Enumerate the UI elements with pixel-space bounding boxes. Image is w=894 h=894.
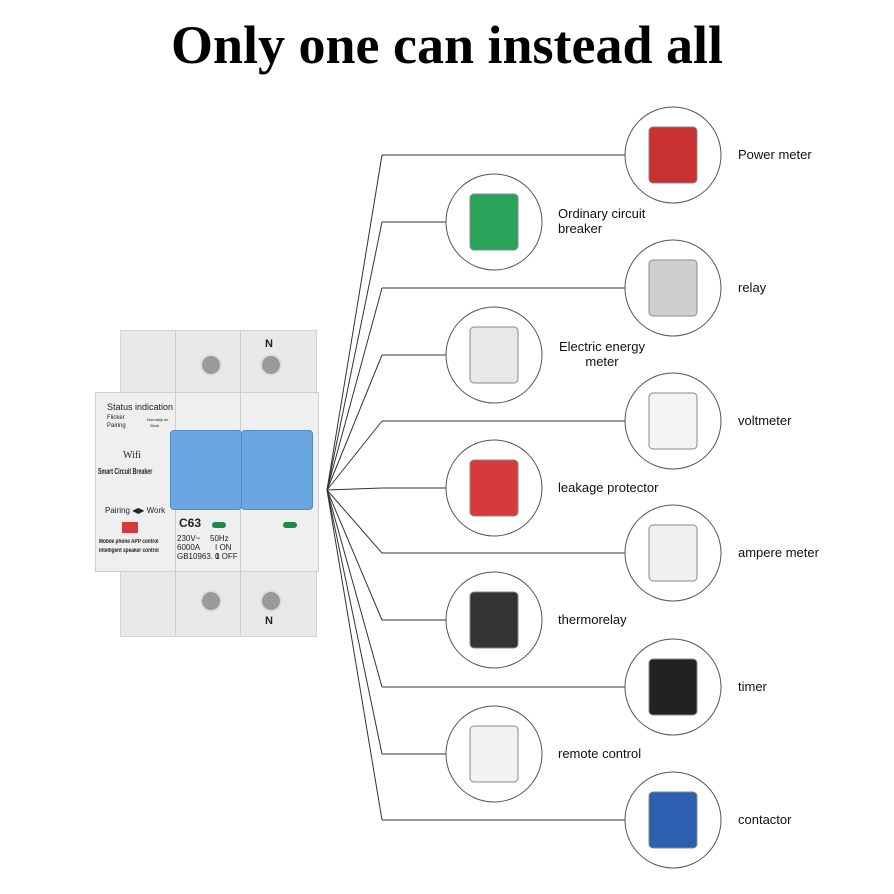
ampere-meter-icon (648, 524, 698, 582)
work-label: Work (150, 423, 160, 428)
smart-circuit-breaker: N N Status indication Flicker Pairing No… (95, 330, 320, 637)
model-label: C63 (179, 516, 202, 530)
connector-line (326, 489, 383, 821)
indicator-led (122, 522, 138, 533)
connector-line (326, 420, 383, 491)
indicator-green (212, 522, 226, 528)
frequency-label: 50Hz (210, 534, 229, 543)
device-label: ampere meter (738, 545, 819, 560)
screw-icon (260, 354, 282, 376)
flicker-label: Flicker (107, 415, 125, 421)
connector-line (326, 221, 383, 491)
app-control-label: Mobile phone APP control (99, 539, 159, 545)
standard-label: GB10963. 1 (177, 552, 220, 561)
circuit-breaker-icon (469, 193, 519, 251)
device-label: Electric energy meter (559, 339, 645, 369)
on-label: I ON (215, 543, 232, 552)
device-label: timer (738, 679, 767, 694)
wifi-label: Wifi (123, 450, 141, 461)
device-label: relay (738, 280, 767, 295)
device-label: voltmeter (738, 413, 792, 428)
status-indication-label: Status indication (107, 402, 174, 412)
device-label: remote control (558, 746, 642, 761)
connector-line (326, 489, 383, 755)
screw-icon (200, 354, 222, 376)
screw-icon (260, 590, 282, 612)
connector-line (326, 489, 383, 554)
thermorelay-icon (469, 591, 519, 649)
energy-meter-icon (469, 326, 519, 384)
terminal-n-bottom: N (265, 615, 273, 627)
toggle-lever (241, 430, 313, 510)
normally-on-label: Normally on (147, 417, 169, 422)
connector-line (326, 154, 383, 491)
connector-line (326, 487, 383, 491)
relay-icon (648, 259, 698, 317)
timer-icon (648, 658, 698, 716)
remote-control-icon (469, 725, 519, 783)
voltage-label: 230V~ (177, 534, 201, 543)
voltmeter-icon (648, 392, 698, 450)
power-meter-icon (648, 126, 698, 184)
pairing-label: Pairing (107, 423, 126, 429)
pairing-work-label: Pairing ◀▶ Work (105, 506, 166, 515)
device-label: Power meter (738, 147, 812, 162)
connector-line (326, 354, 383, 491)
contactor-icon (648, 791, 698, 849)
device-label: leakage protector (558, 480, 659, 495)
device-label: contactor (738, 812, 792, 827)
connector-line (326, 489, 383, 621)
breaker-name: Smart Circuit Breaker (98, 467, 153, 476)
connector-line (326, 287, 383, 491)
device-label: thermorelay (558, 612, 627, 627)
capacity-label: 6000A (177, 543, 201, 552)
off-label: 0 OFF (215, 552, 238, 561)
connector-line (326, 489, 383, 688)
terminal-n-top: N (265, 338, 273, 350)
speaker-control-label: Intelligent speaker control (99, 548, 159, 554)
toggle-lever (170, 430, 242, 510)
device-label: Ordinary circuit breaker (558, 206, 646, 236)
page-title: Only one can instead all (170, 15, 724, 75)
indicator-green (283, 522, 297, 528)
leakage-protector-icon (469, 459, 519, 517)
screw-icon (200, 590, 222, 612)
